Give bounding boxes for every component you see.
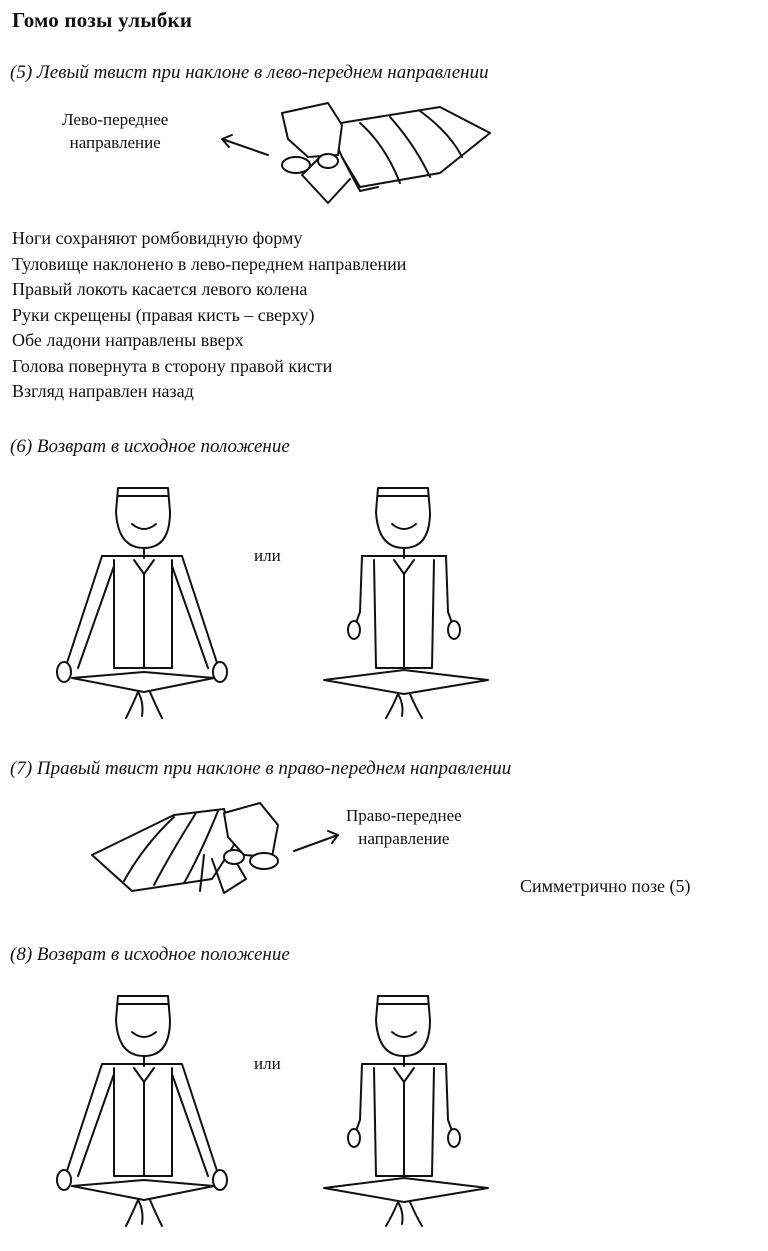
description-line: Взгляд направлен назад <box>12 381 194 401</box>
description-line: Голова повернута в сторону правой кисти <box>12 355 333 376</box>
direction-label-line-1: Право-переднее <box>346 806 462 825</box>
or-label: или <box>254 1054 281 1073</box>
pose-5-description: Ноги сохраняют ромбовидную форму Туловищ… <box>12 226 406 405</box>
section-8-heading: (8) Возврат в исходное положение <box>10 944 290 965</box>
direction-label-line-1: Лево-переднее <box>62 110 169 129</box>
twisted-figure <box>91 802 279 894</box>
page-title: Гомо позы улыбки <box>12 8 193 32</box>
section-7-heading: (7) Правый твист при наклоне в право-пер… <box>10 758 512 779</box>
pose-5-illustration <box>221 102 491 204</box>
description-line: Обе ладони направлены вверх <box>12 330 244 350</box>
pose-6-figure-wide-arms <box>56 487 228 719</box>
section-5-heading: (5) Левый твист при наклоне в лево-перед… <box>10 62 489 83</box>
description-line: Руки скрещены (правая кисть – сверху) <box>12 304 315 325</box>
description-line: Ноги сохраняют ромбовидную форму <box>12 228 303 248</box>
right-front-direction-label: Право-переднее направление <box>346 804 462 850</box>
pose-8-figure-wide-arms <box>56 995 228 1227</box>
pose-8-figure-arms-down <box>323 995 489 1227</box>
direction-label-line-2: направление <box>69 133 161 152</box>
description-line: Правый локоть касается левого колена <box>12 279 308 299</box>
direction-label-line-2: направление <box>358 829 450 848</box>
arrow-icon <box>221 134 269 156</box>
twisted-figure <box>281 102 491 204</box>
or-label: или <box>254 546 281 565</box>
description-line: Туловище наклонено в лево-переднем напра… <box>12 253 407 274</box>
symmetric-note: Симметрично позе (5) <box>520 876 691 896</box>
pose-6-figure-arms-down <box>323 487 489 719</box>
left-front-direction-label: Лево-переднее направление <box>62 108 168 154</box>
section-6-heading: (6) Возврат в исходное положение <box>10 436 290 457</box>
arrow-icon <box>293 830 339 852</box>
pose-7-illustration <box>91 802 339 894</box>
